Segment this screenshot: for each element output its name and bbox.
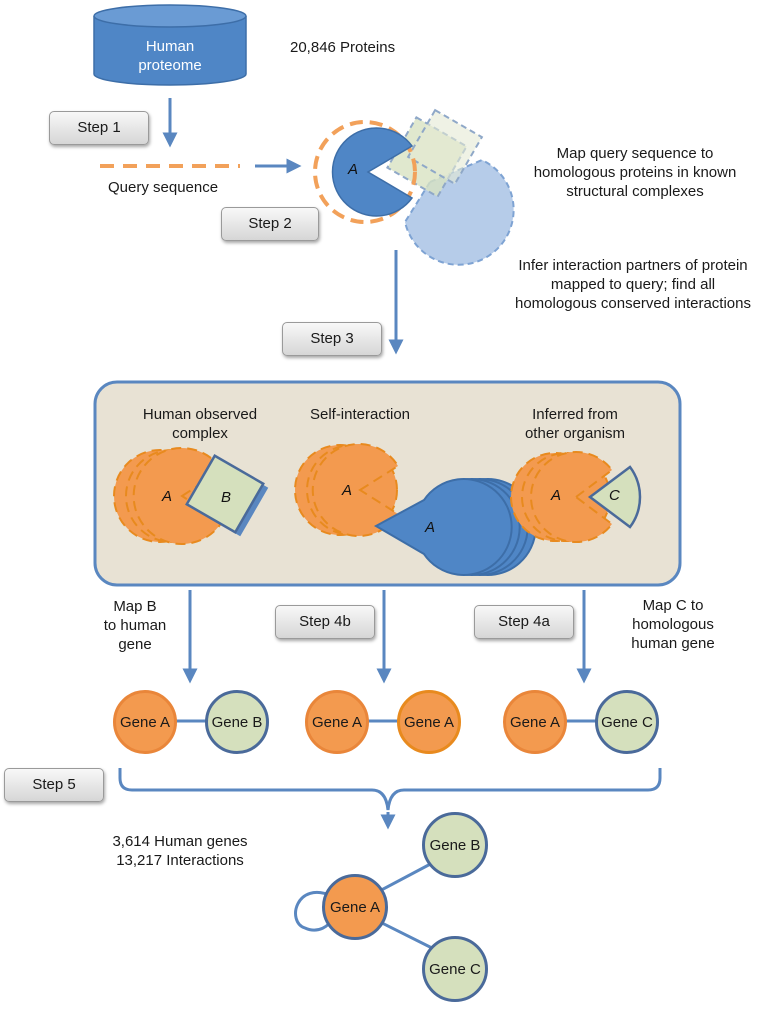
map-b-label: Map B to human gene — [103, 598, 167, 653]
self-interaction-icon — [294, 443, 537, 576]
human-genes-count: 3,614 Human genes — [112, 833, 248, 850]
human-proteome-label: Human proteome — [138, 38, 202, 74]
step3-button[interactable]: Step 3 — [282, 322, 382, 356]
col3-protein-a-label: A — [551, 487, 562, 504]
network-gene-a-node: Gene A — [322, 874, 388, 940]
step4b-button[interactable]: Step 4b — [275, 605, 375, 639]
network-gene-b-node: Gene B — [422, 812, 488, 878]
gene-b-node-1: Gene B — [205, 690, 269, 754]
query-protein-a-label: A — [348, 161, 359, 178]
protein-count: 20,846 Proteins — [290, 39, 396, 56]
human-observed-complex-title: Human observed complex — [142, 406, 258, 442]
col2-protein-a-label: A — [342, 482, 353, 499]
col1-protein-b-label: B — [221, 489, 232, 506]
merge-brace — [118, 768, 662, 811]
human-observed-complex-icon — [113, 447, 269, 545]
map-c-label: Map C to homologous human gene — [631, 597, 715, 652]
inferred-complex-icon — [510, 451, 642, 543]
interactions-count: 13,217 Interactions — [116, 852, 244, 869]
query-sequence-label: Query sequence — [108, 179, 219, 196]
gene-a-node-3: Gene A — [397, 690, 461, 754]
self-loop — [294, 890, 334, 932]
human-proteome-database-icon — [93, 4, 247, 86]
step4a-button[interactable]: Step 4a — [474, 605, 574, 639]
gene-a-node-1: Gene A — [113, 690, 177, 754]
inferred-other-organism-title: Inferred from other organism — [524, 406, 626, 442]
query-complex-icon — [313, 108, 515, 266]
col2-partner-a-label: A — [425, 519, 436, 536]
gene-c-node-1: Gene C — [595, 690, 659, 754]
infer-partners-text: Infer interaction partners of protein ma… — [515, 257, 751, 312]
edge-a-c — [379, 920, 437, 952]
gene-a-node-2: Gene A — [305, 690, 369, 754]
col1-protein-a-label: A — [162, 488, 173, 505]
gene-a-node-4: Gene A — [503, 690, 567, 754]
self-interaction-title: Self-interaction — [309, 406, 411, 423]
step1-button[interactable]: Step 1 — [49, 111, 149, 145]
network-gene-c-node: Gene C — [422, 936, 488, 1002]
col3-protein-c-label: C — [609, 487, 620, 504]
map-query-text: Map query sequence to homologous protein… — [533, 145, 737, 200]
step2-button[interactable]: Step 2 — [221, 207, 319, 241]
step5-button[interactable]: Step 5 — [4, 768, 104, 802]
